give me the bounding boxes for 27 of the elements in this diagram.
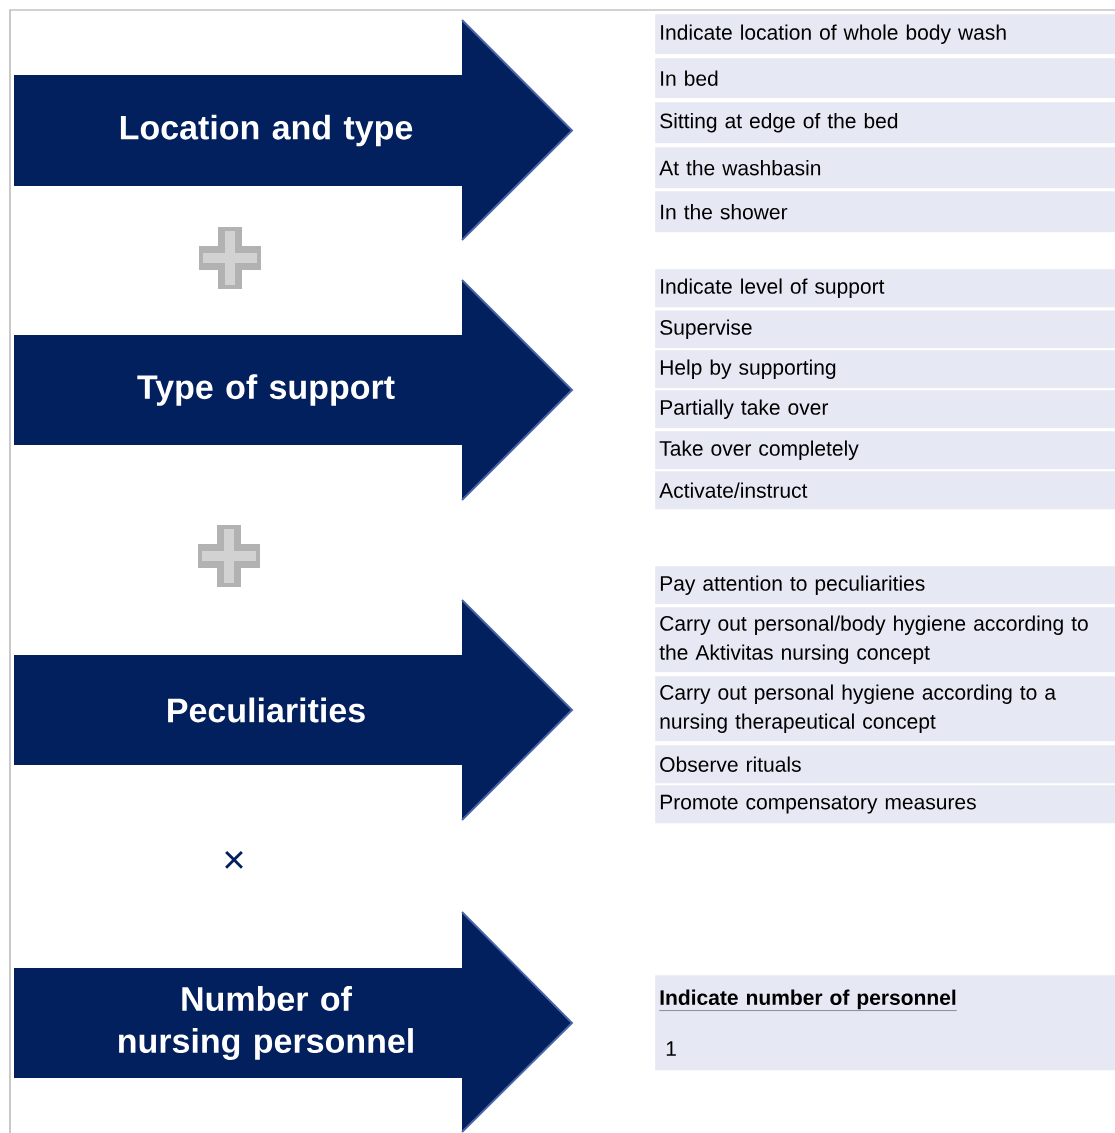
node-label: Help by supporting [660,359,836,379]
table-row: Observe rituals [655,745,1115,784]
table-row: Help by supporting [655,350,1115,389]
multiplication-sign: × [225,850,243,869]
table-row: Activate/instruct [655,471,1115,510]
table-row: At the washbasin [655,147,1115,189]
node-label: Promote compensatory measures [660,794,976,814]
table-row: Take over completely [655,431,1115,470]
table-row: In bed [655,58,1115,99]
table-row: Pay attention to peculiarities [655,566,1115,605]
table-row: Supervise [655,310,1115,349]
node-label: Partially take over [660,399,829,419]
table-row: Partially take over [655,390,1115,429]
table-row: Indicate number of personnel 1 [655,975,1115,1071]
table-row: Carry out personal/body hygiene according to the Aktivitas nursing concept [655,607,1115,673]
table-row: In the shower [655,191,1115,233]
node-label: Activate/instruct [659,482,808,498]
table-row: Promote compensatory measures [655,785,1115,824]
table-row: Indicate level of support [655,269,1115,308]
table-row: Indicate location of whole body wash [655,14,1115,55]
arrow-box: Type of support [14,279,574,501]
arrow-box: Location and type [14,19,574,241]
arrow-box: Number of nursing personnel [14,911,574,1133]
arrow-box: Peculiarities [14,599,574,821]
table-row: Sitting at edge of the bed [655,102,1115,144]
table-row: Carry out personal hygiene according to a nursing therapeutical concept [655,676,1115,742]
node-label: Observe rituals [660,756,801,772]
